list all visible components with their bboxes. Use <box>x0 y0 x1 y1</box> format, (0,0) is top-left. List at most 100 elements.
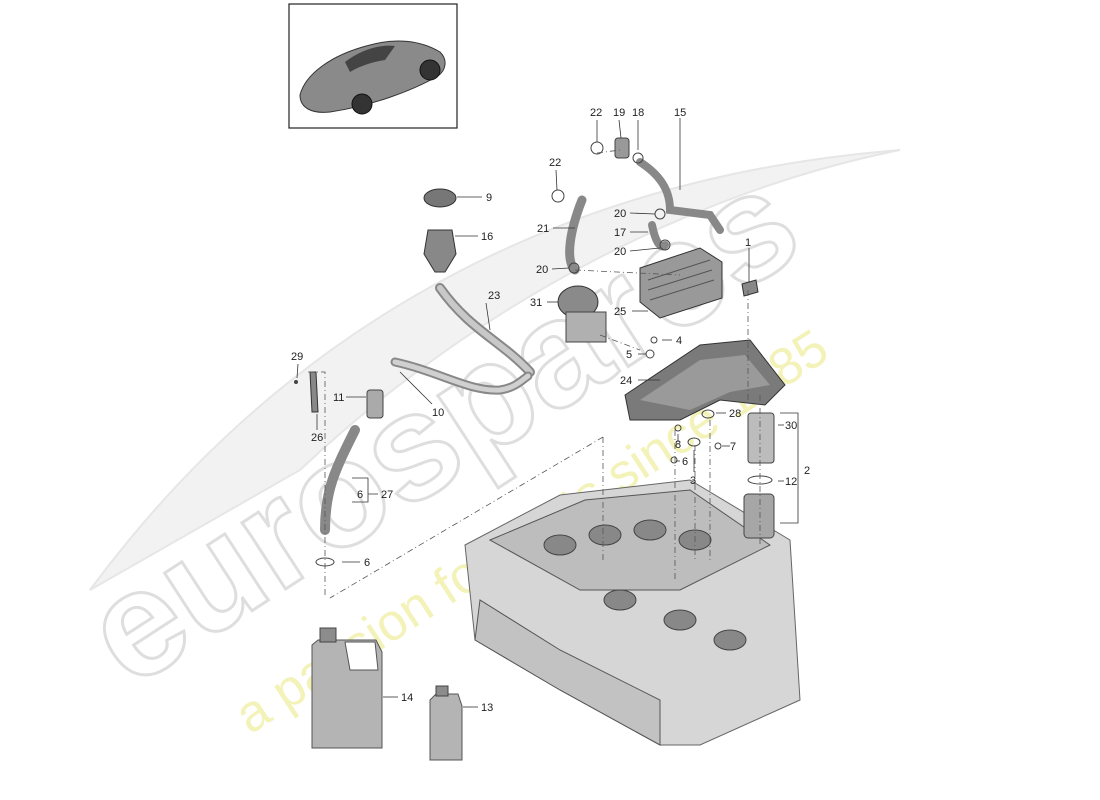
clamp-22b <box>551 189 565 203</box>
hose-27 <box>320 425 360 535</box>
callout-8: 8 <box>675 439 681 451</box>
assembly-line <box>596 149 621 154</box>
housing-highlight <box>640 355 770 410</box>
engine-block <box>464 479 801 746</box>
callout-6b: 6 <box>357 489 363 501</box>
callout-1: 1 <box>745 237 751 249</box>
callout-9: 9 <box>486 192 492 204</box>
engine-block-side <box>474 599 661 746</box>
callout-28: 28 <box>729 408 741 420</box>
callout-18: 18 <box>632 107 644 119</box>
car-front-wheel <box>351 93 373 115</box>
oil-filter-parts <box>743 412 775 539</box>
assembly-line <box>308 371 326 598</box>
vacuum-pump-base <box>565 311 607 343</box>
callout-10: 10 <box>432 407 444 419</box>
callout-22a: 22 <box>590 107 602 119</box>
filler-cap <box>423 188 457 208</box>
seal-ring-7 <box>714 442 722 450</box>
oil-canister-large-cap <box>319 627 337 643</box>
leader-line <box>399 371 433 405</box>
oil-canister-large <box>311 627 383 749</box>
callout-21: 21 <box>537 223 549 235</box>
leader-lines <box>296 118 799 708</box>
seal-ring-28 <box>701 409 715 419</box>
hoses <box>320 158 724 535</box>
clamp-20c <box>659 239 671 251</box>
callout-6a: 6 <box>682 456 688 468</box>
oil-filter-element <box>747 412 775 464</box>
hose-21 <box>565 195 587 275</box>
hose-17 <box>648 221 669 251</box>
seal-ring-3 <box>687 437 701 447</box>
callout-24: 24 <box>620 375 632 387</box>
assembly-line <box>574 269 681 276</box>
callout-26: 26 <box>311 432 323 444</box>
bracket-26 <box>309 371 319 413</box>
cylinder-bore <box>663 609 697 631</box>
hose-15 <box>636 158 724 234</box>
callout-20c: 20 <box>536 264 548 276</box>
leader-line <box>629 247 661 252</box>
bracket-1 <box>741 279 759 297</box>
oil-cooler-body <box>639 247 723 319</box>
assembly-lines <box>308 149 761 599</box>
oil-filter-cover <box>743 493 775 539</box>
car-body <box>299 40 446 113</box>
assembly-line <box>329 436 604 599</box>
callout-14: 14 <box>401 692 413 704</box>
leader-line <box>618 119 622 139</box>
oil-separator-housing <box>624 339 786 421</box>
connector-11 <box>366 389 384 419</box>
vacuum-pump <box>557 285 607 343</box>
callout-4: 4 <box>676 335 682 347</box>
oil-canister-small-body <box>429 693 463 761</box>
car-thumbnail <box>288 3 458 129</box>
connector-19 <box>614 137 630 159</box>
cylinder-bore <box>603 589 637 611</box>
callout-17: 17 <box>614 227 626 239</box>
callout-20b: 20 <box>614 246 626 258</box>
oil-canister-large-handle <box>344 641 379 671</box>
car-windshield <box>345 45 395 72</box>
leader-line <box>296 363 299 379</box>
leader-line <box>555 169 558 191</box>
seal-ring-8 <box>674 424 682 432</box>
callout-27: 27 <box>381 489 393 501</box>
callout-7: 7 <box>730 441 736 453</box>
clamp-18 <box>632 152 644 164</box>
oil-canister-small <box>429 685 463 761</box>
seal-ring-4 <box>650 336 658 344</box>
engine-block-top <box>488 489 771 591</box>
callout-3: 3 <box>690 475 696 487</box>
hose-10-inner <box>392 359 531 393</box>
bolt-29 <box>294 380 298 384</box>
leader-line <box>629 212 656 215</box>
callout-30: 30 <box>785 420 797 432</box>
filler-neck <box>423 229 457 273</box>
callout-22b: 22 <box>549 157 561 169</box>
cylinder-bore <box>543 534 577 556</box>
callout-29: 29 <box>291 351 303 363</box>
callouts: 1 2 3 4 5 6 6 6 7 8 9 10 11 12 13 14 15 … <box>291 107 810 714</box>
callout-23: 23 <box>488 290 500 302</box>
leader-line <box>352 477 378 503</box>
cylinder-bore <box>713 629 747 651</box>
callout-25: 25 <box>614 306 626 318</box>
callout-5: 5 <box>626 349 632 361</box>
oil-cooler <box>639 247 723 319</box>
callout-15: 15 <box>674 107 686 119</box>
seal-ring-6b <box>670 456 678 464</box>
assembly-line <box>599 334 641 351</box>
leader-line <box>780 412 799 524</box>
callout-12: 12 <box>785 476 797 488</box>
leader-line <box>551 267 570 270</box>
callout-19: 19 <box>613 107 625 119</box>
callout-16: 16 <box>481 231 493 243</box>
oil-cooler-fins <box>647 259 715 301</box>
callout-13: 13 <box>481 702 493 714</box>
car-rear-wheel <box>419 59 441 81</box>
callout-20a: 20 <box>614 208 626 220</box>
oil-canister-small-cap <box>435 685 449 697</box>
